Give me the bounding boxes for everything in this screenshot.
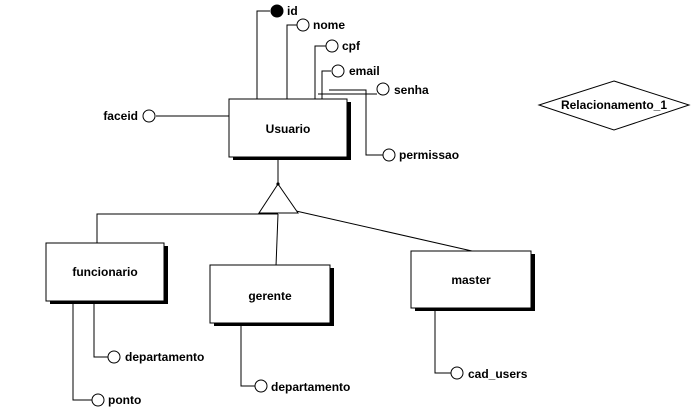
attribute-senha[interactable]: senha [376, 82, 429, 97]
link-email [321, 70, 331, 100]
attribute-circle-icon [450, 366, 464, 380]
attribute-master-cad-users[interactable]: cad_users [450, 366, 528, 381]
attribute-circle-icon [325, 39, 339, 53]
attribute-cpf[interactable]: cpf [325, 39, 361, 53]
link-gerente-departamento [240, 322, 255, 387]
entity-gerente[interactable]: gerente [209, 264, 334, 326]
relationship-relacionamento-1[interactable]: Relacionamento_1 [537, 80, 691, 131]
attribute-id[interactable]: id [270, 4, 298, 18]
link-isa-funcionario [96, 213, 278, 244]
entity-funcionario-label: funcionario [72, 265, 137, 279]
link-func-ponto [72, 301, 92, 401]
attribute-circle-icon [331, 64, 345, 78]
entity-usuario-label: Usuario [266, 122, 311, 136]
link-id [256, 10, 270, 100]
link-cpf [314, 45, 326, 100]
attribute-funcionario-departamento[interactable]: departamento [107, 350, 204, 364]
link-isa-master [295, 210, 473, 252]
attribute-circle-icon [376, 82, 390, 96]
attribute-funcionario-ponto[interactable]: ponto [91, 393, 141, 407]
attribute-senha-label: senha [394, 83, 429, 97]
attribute-id-label: id [287, 4, 298, 18]
attribute-permissao-label: permissao [399, 148, 459, 162]
attribute-permissao[interactable]: permissao [382, 148, 459, 162]
attribute-circle-icon [107, 350, 121, 364]
link-permissao [329, 89, 383, 156]
attribute-circle-icon [91, 393, 105, 407]
attribute-funcionario-departamento-label: departamento [125, 350, 204, 364]
entity-funcionario[interactable]: funcionario [45, 242, 168, 304]
attribute-email-label: email [349, 64, 380, 78]
link-nome [286, 24, 297, 100]
link-master-cad-users [434, 308, 451, 374]
link-func-departamento [93, 301, 108, 358]
attribute-circle-icon [382, 148, 396, 162]
attribute-gerente-departamento[interactable]: departamento [254, 379, 350, 394]
entity-master[interactable]: master [410, 250, 535, 311]
attribute-circle-icon [296, 18, 310, 32]
attribute-master-cad-users-label: cad_users [468, 367, 528, 381]
key-attribute-icon [270, 4, 284, 18]
attribute-funcionario-ponto-label: ponto [108, 393, 141, 407]
attribute-nome-label: nome [313, 18, 345, 32]
attribute-cpf-label: cpf [342, 39, 361, 53]
attribute-email[interactable]: email [331, 64, 380, 78]
attribute-faceid[interactable]: faceid [103, 109, 156, 123]
entity-master-label: master [451, 273, 491, 287]
entity-usuario[interactable]: Usuario [228, 98, 351, 160]
attribute-gerente-departamento-label: departamento [271, 380, 350, 394]
relationship-label: Relacionamento_1 [561, 98, 667, 112]
connectors [72, 10, 473, 401]
attribute-circle-icon [142, 109, 156, 123]
attribute-circle-icon [254, 379, 268, 393]
attribute-nome[interactable]: nome [296, 18, 345, 32]
entity-gerente-label: gerente [248, 289, 292, 303]
isa-triangle[interactable] [258, 182, 299, 214]
attribute-faceid-label: faceid [103, 109, 138, 123]
link-isa-gerente [275, 213, 279, 267]
